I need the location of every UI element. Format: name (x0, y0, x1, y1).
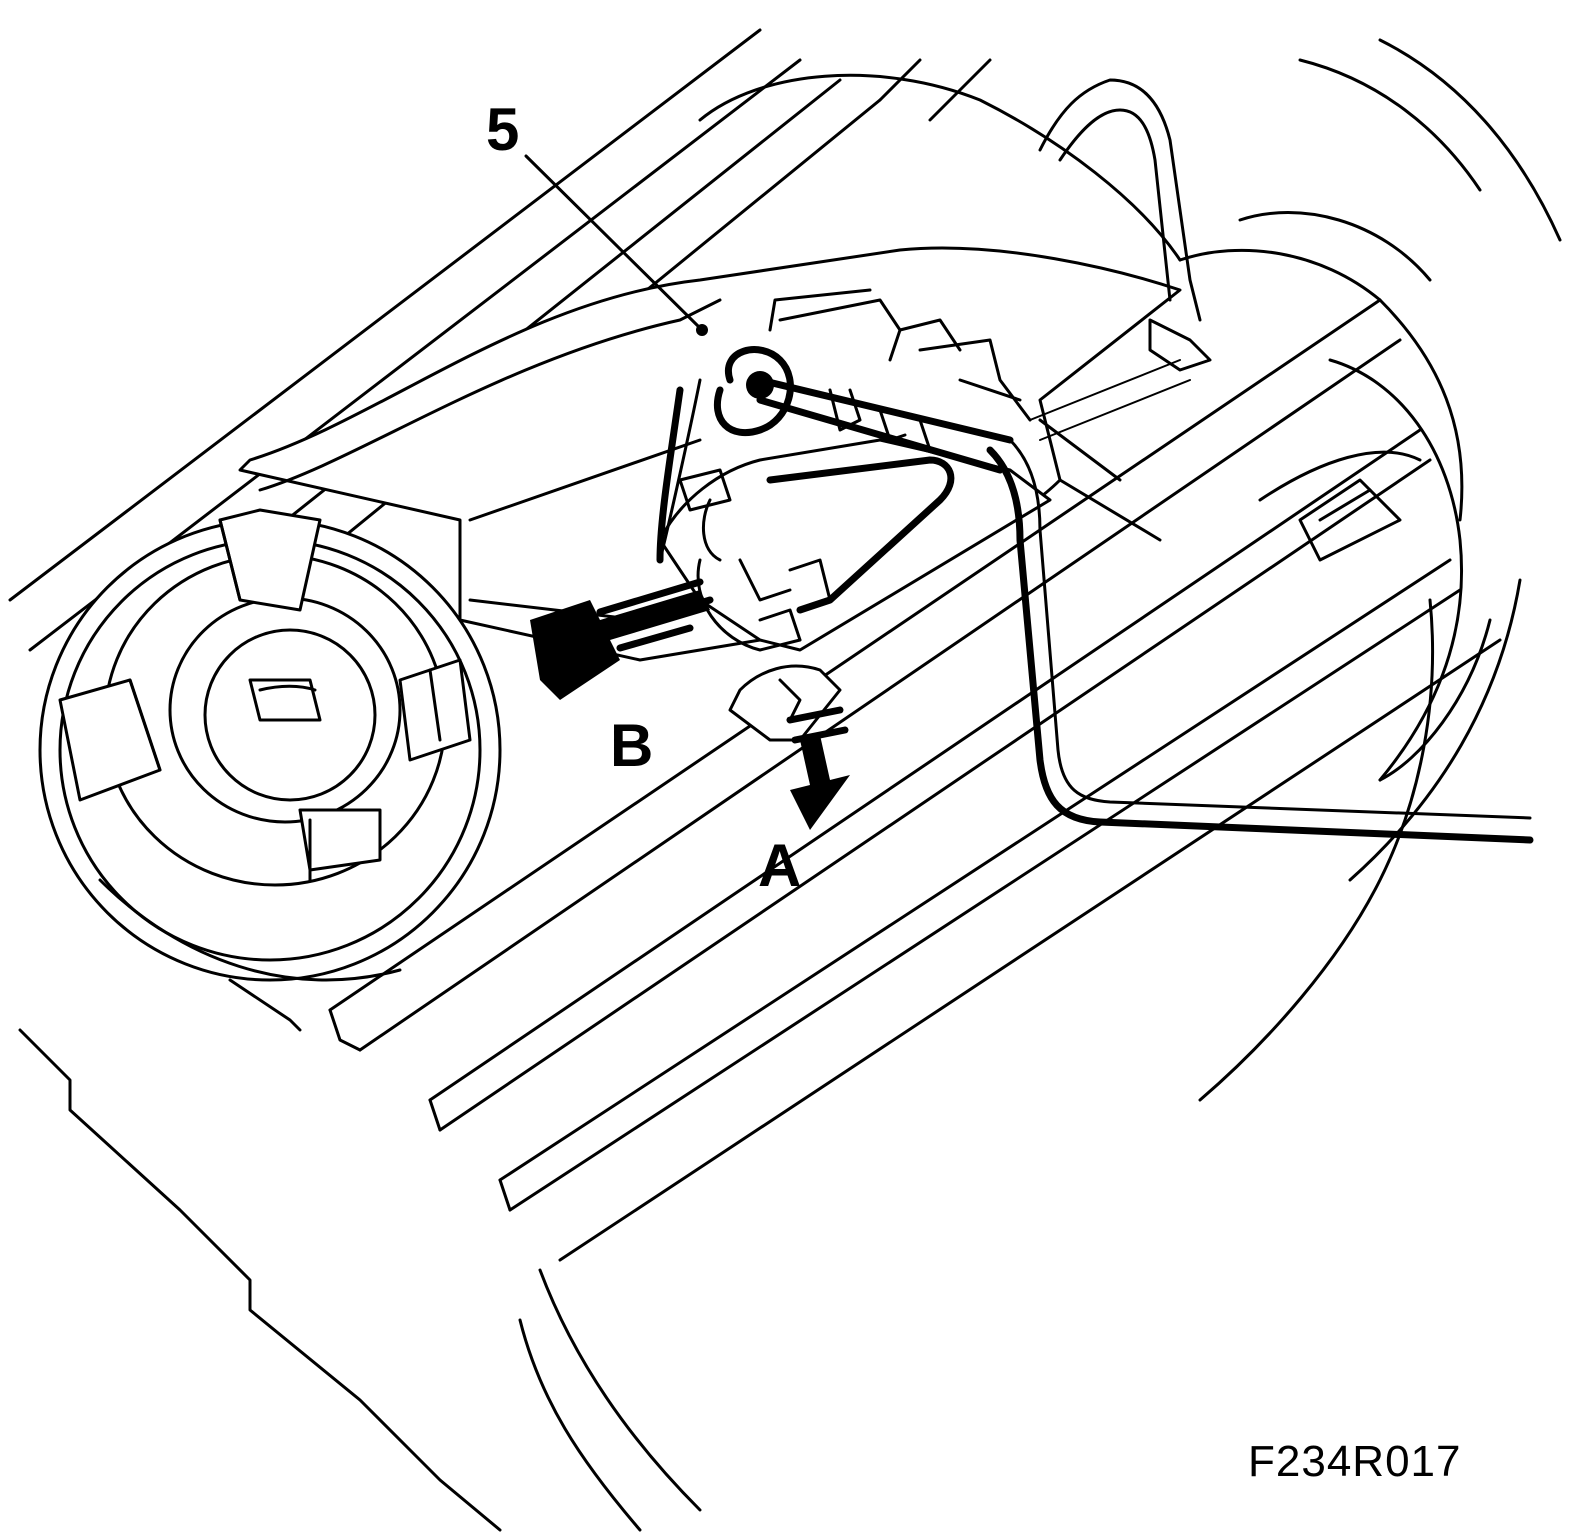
callout-a-label: A (758, 832, 802, 899)
pump-cover (656, 288, 1052, 652)
fuel-line (986, 438, 1534, 844)
wire-loop (1029, 78, 1212, 441)
figure-code: F234R017 (1248, 1437, 1462, 1486)
callout-b-label: B (610, 712, 654, 779)
tank-shell (698, 38, 1562, 882)
right-housing (1198, 450, 1435, 1102)
clip (728, 664, 842, 742)
tank-bottom-outline (18, 1028, 702, 1532)
pump-platform (238, 246, 1182, 662)
callout-5-label: 5 (486, 96, 520, 163)
arrow-a-icon (786, 706, 850, 830)
arrow-b-icon (530, 578, 714, 700)
callout-5-leader (524, 154, 708, 336)
lower-rails (328, 298, 1502, 1262)
lock-ring-assembly (38, 508, 502, 1032)
